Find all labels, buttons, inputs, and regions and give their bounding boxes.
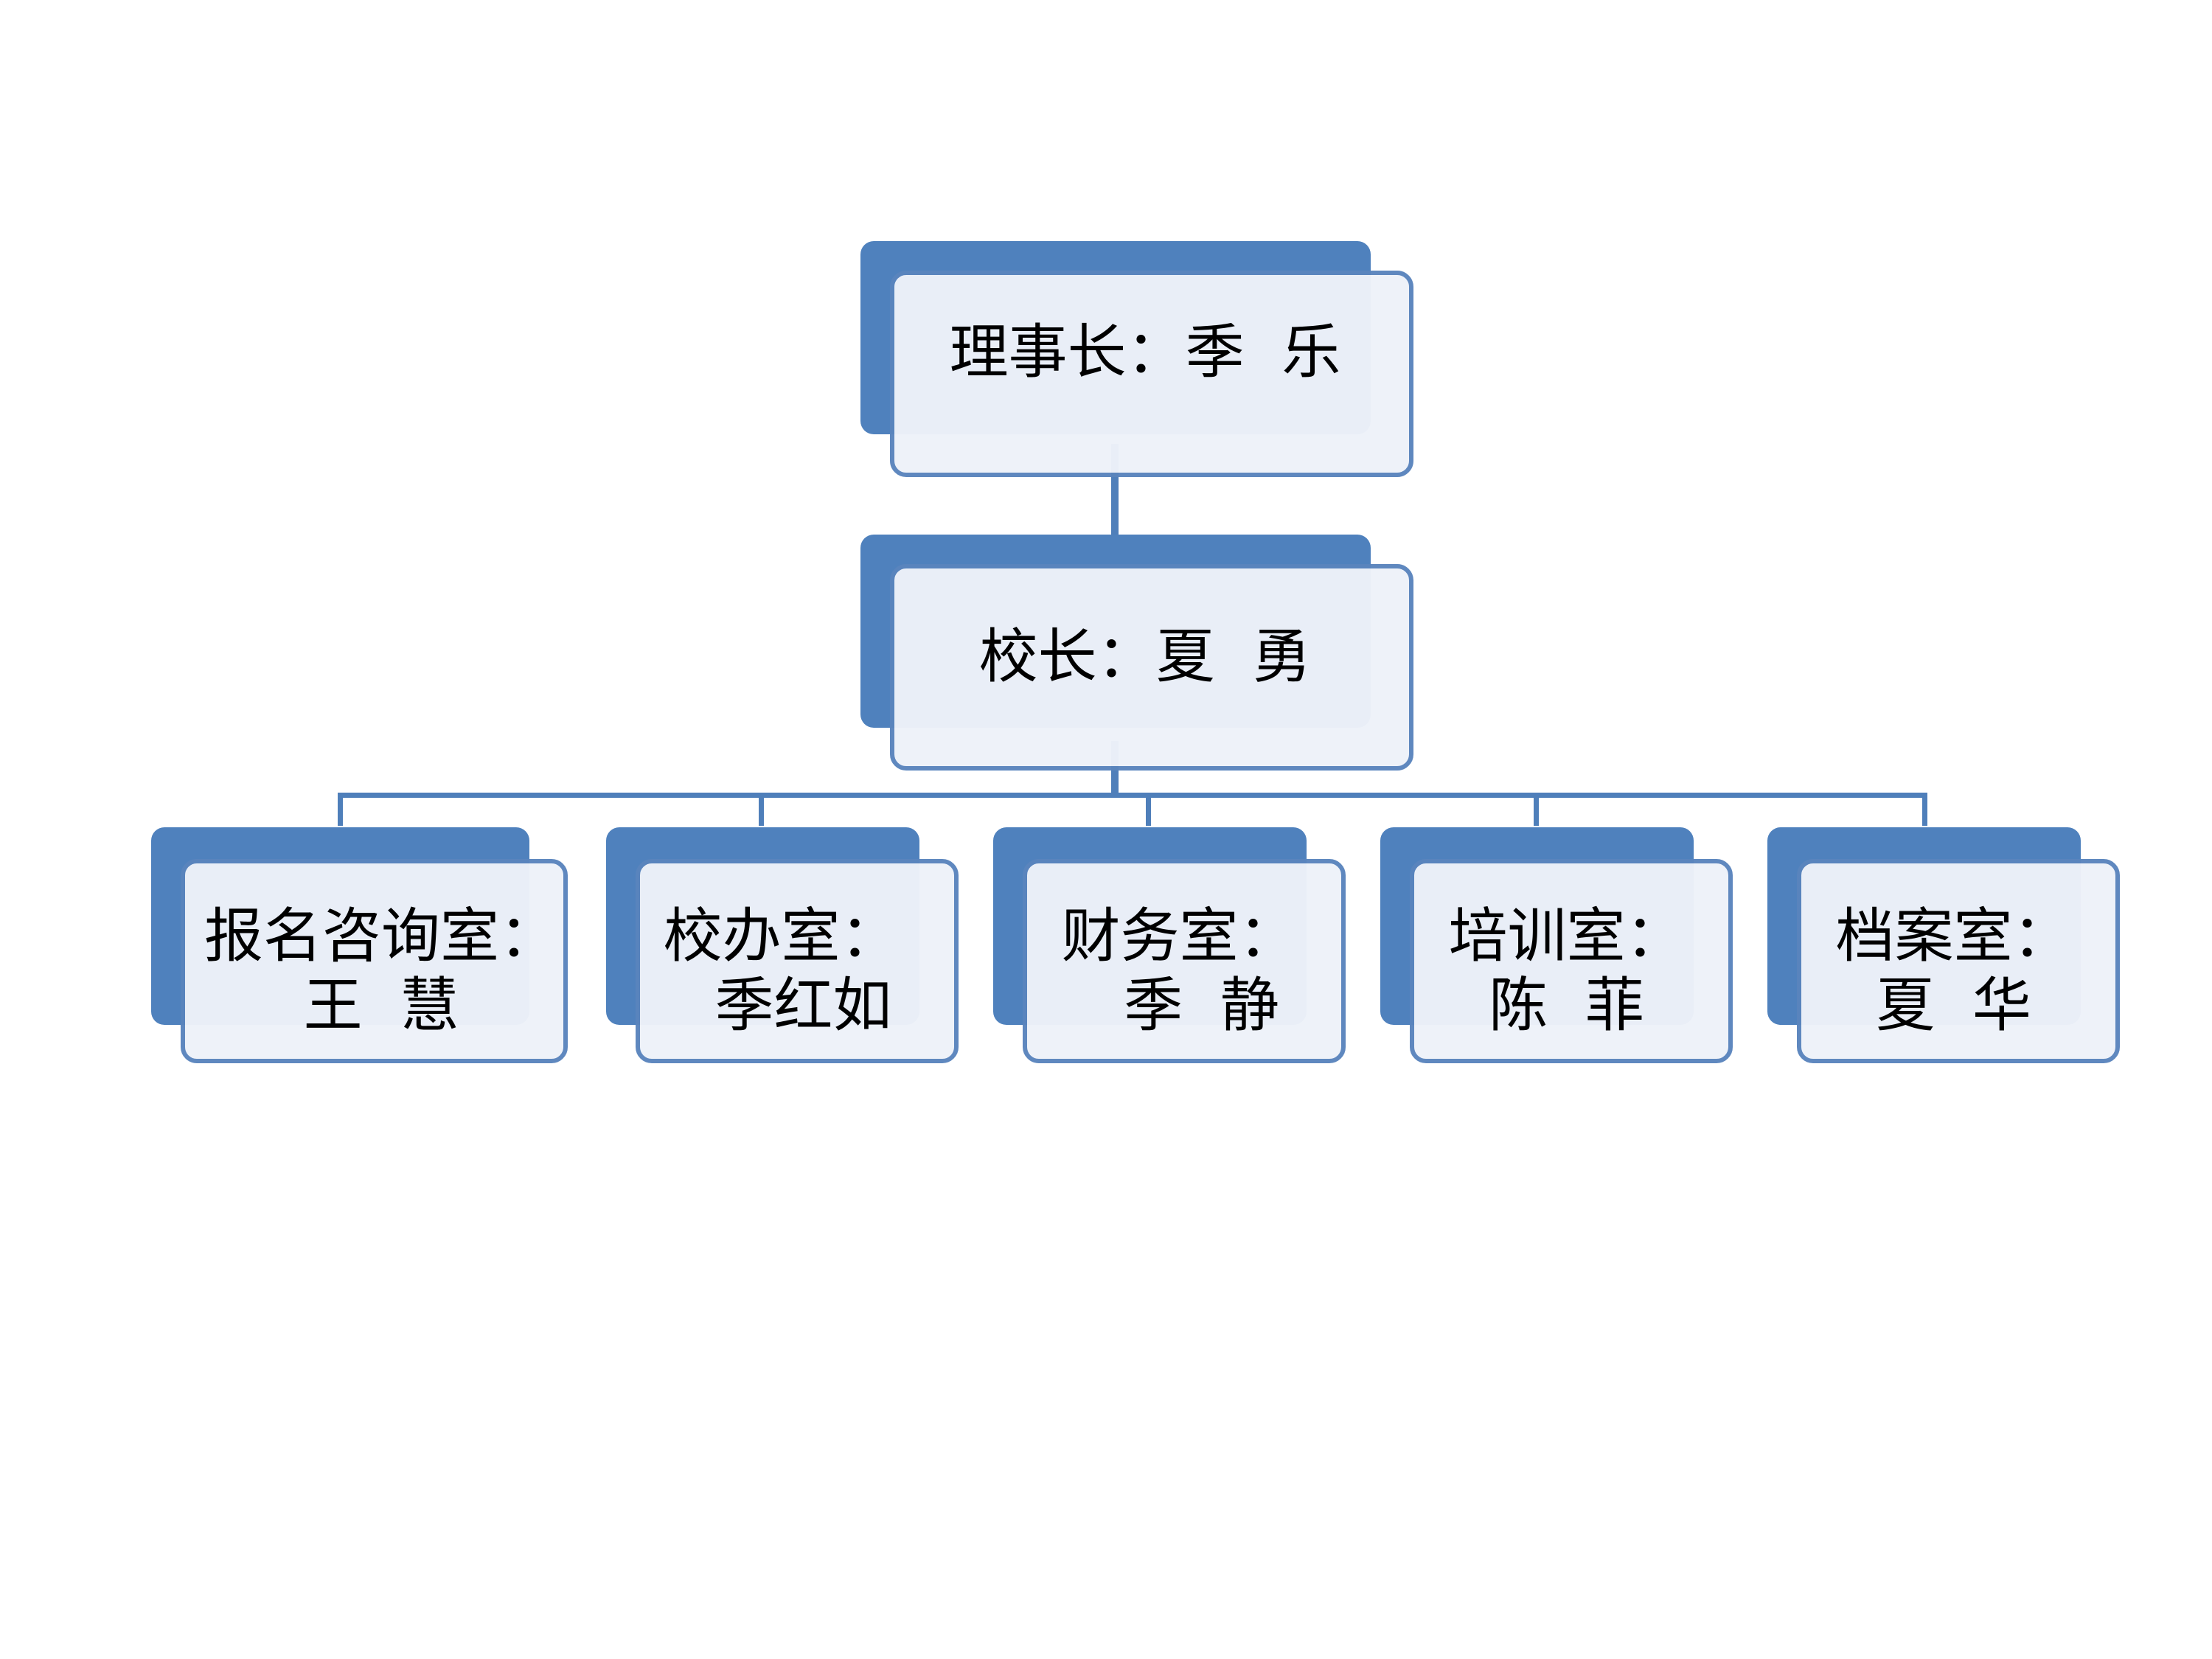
node-dept-office: 校办室： 季红如 [606, 827, 959, 1063]
dept-office-name: 季红如 [714, 971, 892, 1040]
node-dept-training: 培训室： 陈 菲 [1380, 827, 1733, 1063]
connector-dept-4 [1534, 793, 1539, 826]
dept-training-card [1410, 859, 1733, 1063]
dept-registration-card [181, 859, 568, 1063]
node-principal-label: 校长：夏 勇 [890, 560, 1400, 754]
dept-finance-title: 财务室： [1061, 901, 1298, 970]
dept-office-title: 校办室： [663, 901, 900, 970]
node-principal-card [890, 564, 1413, 771]
node-chairman: 理事长：季 乐 [860, 241, 1413, 477]
dept-training-name: 陈 菲 [1489, 971, 1644, 1040]
dept-finance-card [1023, 859, 1346, 1063]
principal-title: 校长： [978, 622, 1156, 691]
node-chairman-card [890, 271, 1413, 477]
principal-name: 夏 勇 [1155, 622, 1312, 691]
dept-archive-title: 档案室： [1835, 901, 2072, 970]
chairman-text: 理事长：季 乐 [950, 318, 1341, 387]
node-dept-finance: 财务室： 季 静 [993, 827, 1346, 1063]
chairman-title: 理事长： [949, 317, 1186, 386]
principal-text: 校长：夏 勇 [979, 622, 1312, 692]
dept-training-title: 培训室： [1448, 901, 1685, 970]
connector-horizontal-bus [338, 793, 1927, 798]
connector-dept-1 [338, 793, 343, 826]
node-chairman-label: 理事长：季 乐 [890, 256, 1400, 449]
connector-dept-5 [1922, 793, 1927, 826]
connector-chairman-principal [1111, 444, 1119, 535]
dept-office-label: 校办室： 季红如 [636, 901, 949, 1041]
chairman-name: 季 乐 [1185, 317, 1341, 386]
node-principal: 校长：夏 勇 [860, 535, 1413, 771]
dept-registration-label: 报名咨询室： 王 慧 [167, 901, 595, 1041]
dept-finance-label: 财务室： 季 静 [1023, 901, 1336, 1041]
node-dept-archive: 档案室： 夏 华 [1767, 827, 2120, 1063]
connector-dept-3 [1146, 793, 1151, 826]
dept-registration-title: 报名咨询室： [204, 901, 558, 970]
dept-office-card [636, 859, 959, 1063]
dept-archive-card [1797, 859, 2120, 1063]
dept-finance-name: 季 静 [1124, 971, 1279, 1040]
dept-archive-label: 档案室： 夏 华 [1797, 901, 2110, 1041]
node-dept-registration: 报名咨询室： 王 慧 [151, 827, 568, 1063]
dept-archive-name: 夏 华 [1876, 971, 2031, 1040]
dept-training-label: 培训室： 陈 菲 [1410, 901, 1723, 1041]
dept-registration-name: 王 慧 [303, 971, 459, 1040]
connector-dept-2 [759, 793, 764, 826]
